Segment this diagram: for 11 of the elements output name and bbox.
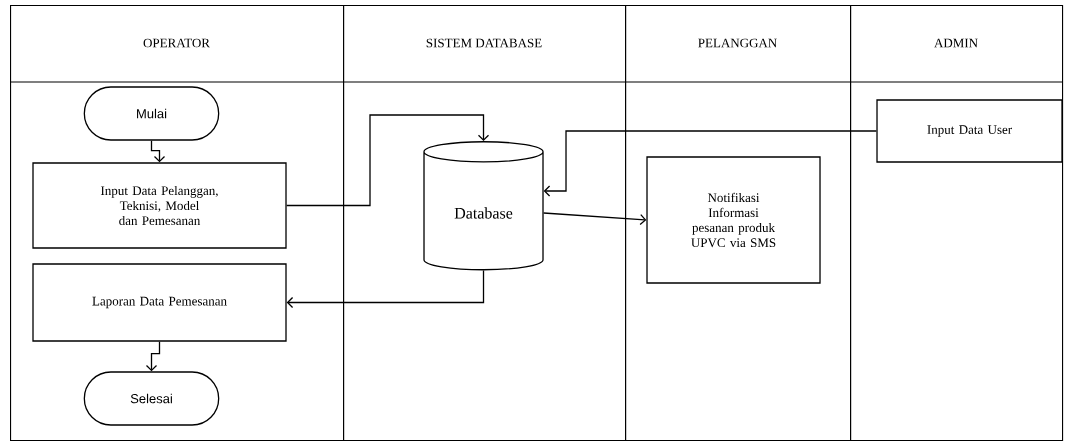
process-box: Input Data Pelanggan, Teknisi, Model dan Pemesanan [32,162,287,249]
arrow [286,114,490,207]
arrow [543,130,877,197]
database-cylinder: Database [423,141,544,271]
process-box: Laporan Data Pemesanan [32,263,287,342]
arrow [543,212,647,226]
process-box: Input Data User [876,99,1063,163]
arrow [150,140,166,163]
process-box: Notifikasi Informasi pesanan produk UPVC via SMS [646,156,821,284]
arrow [145,341,161,372]
arrow [286,269,485,309]
